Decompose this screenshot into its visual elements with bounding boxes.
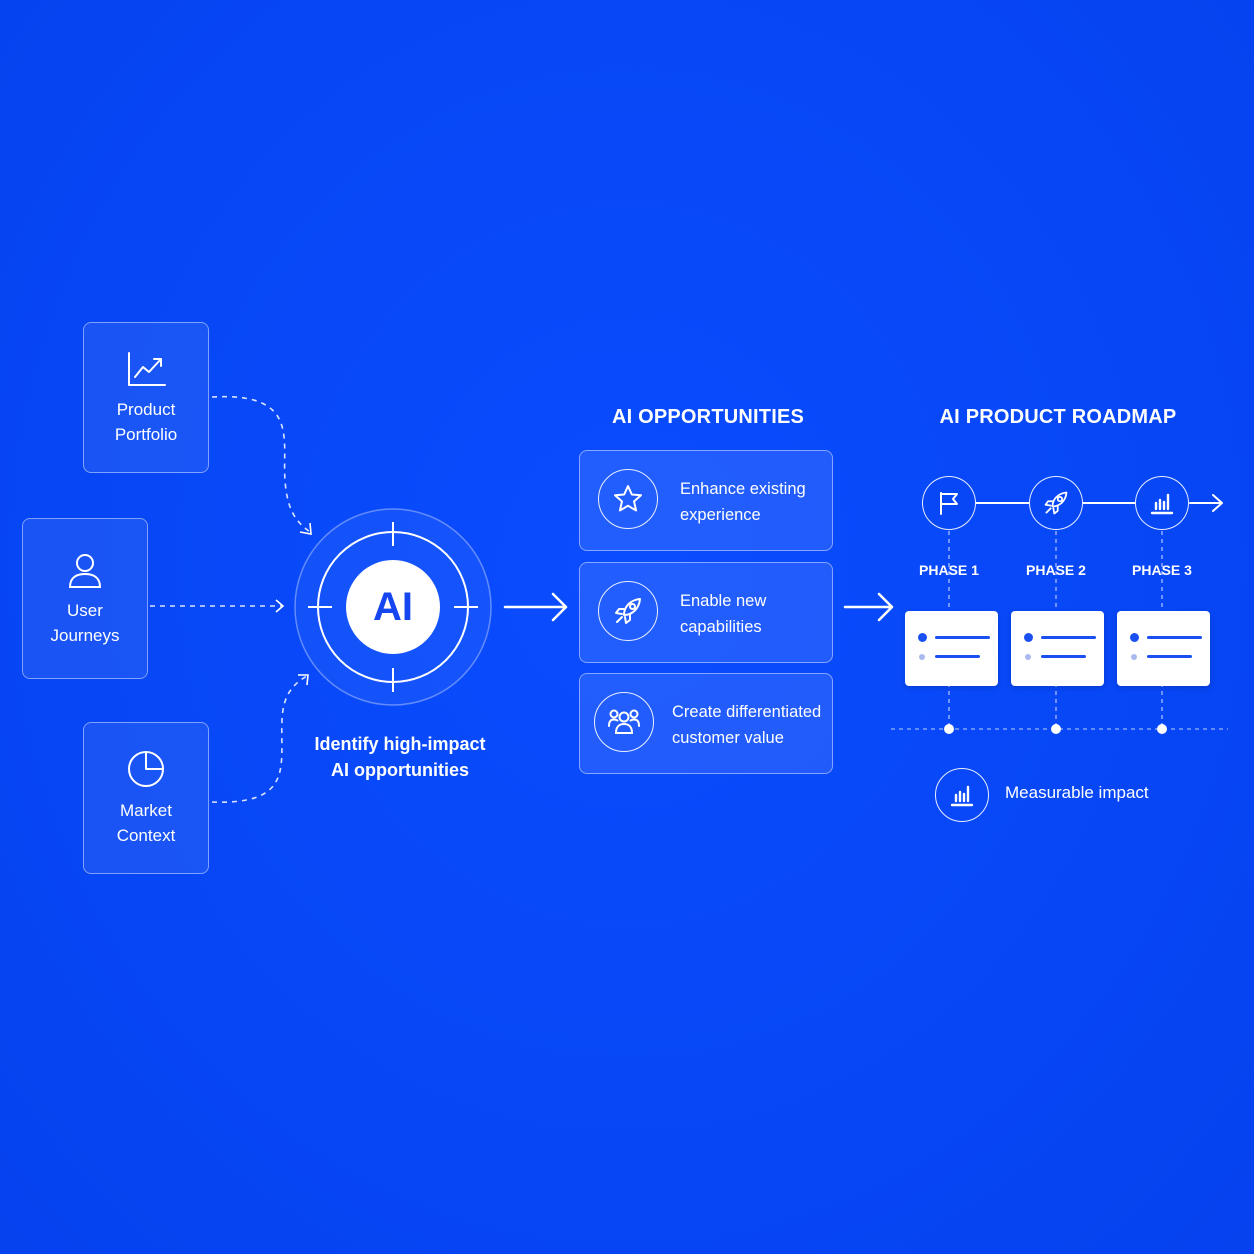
opportunity-card-differentiate: Create differentiated customer value [579,673,833,774]
star-icon [614,485,642,512]
roadmap-title: AI PRODUCT ROADMAP [939,406,1177,428]
rocket-icon [615,598,641,624]
opportunity-card-enable: Enable new capabilities [579,562,833,663]
trend-chart-icon [128,351,166,386]
phase-1-card [905,611,998,686]
timeline-end-arrow [1189,494,1223,512]
phase-3-card [1117,611,1210,686]
flag-icon [940,492,958,515]
phase-1-baseline-dot [944,724,954,734]
pie-chart-icon [128,751,164,787]
phase-3-baseline-dot [1157,724,1167,734]
bar-chart-icon [950,785,974,807]
arrowhead-market [298,674,309,686]
hub-badge: AI [373,585,413,629]
phase-2-marker [1029,476,1083,530]
opportunities-title: AI OPPORTUNITIES [611,406,805,428]
impact-marker [935,768,989,822]
arrowhead-journeys [275,599,285,613]
phase-2-label: PHASE 2 [1026,562,1086,578]
input-label: User Journeys [50,600,120,645]
arrowhead-portfolio [299,522,312,535]
opportunity-label: Enable new capabilities [680,592,767,636]
phase-2-card [1011,611,1104,686]
input-label: Product Portfolio [114,399,178,444]
input-label: Market Context [116,801,176,845]
phase-3-marker [1135,476,1189,530]
phase-1-marker [922,476,976,530]
hub-badge-circle [346,560,440,654]
rocket-icon [1044,491,1068,515]
user-icon [68,553,102,588]
dashed-connector-market [211,675,308,803]
dashed-connector-portfolio [211,395,311,533]
arrow-hub-to-opportunities [503,592,568,622]
opportunity-icon-circle [598,581,658,641]
phase-3-label: PHASE 3 [1132,562,1192,578]
opportunity-card-enhance: Enhance existing experience [579,450,833,551]
bar-chart-icon [1150,493,1174,515]
impact-label: Measurable impact [1005,783,1149,802]
input-market-context: Market Context [83,722,209,874]
opportunity-icon-circle [594,692,654,752]
people-icon [608,709,640,734]
opportunity-label: Create differentiated customer value [672,703,822,747]
opportunity-label: Enhance existing experience [680,480,806,524]
phase-1-label: PHASE 1 [919,562,979,578]
phase-2-baseline-dot [1051,724,1061,734]
input-user-journeys: User Journeys [22,518,148,679]
hub-caption: Identify high-impact AI opportunities [314,734,486,780]
opportunity-icon-circle [598,469,658,529]
input-product-portfolio: Product Portfolio [83,322,209,473]
arrow-opportunities-to-roadmap [843,592,894,622]
